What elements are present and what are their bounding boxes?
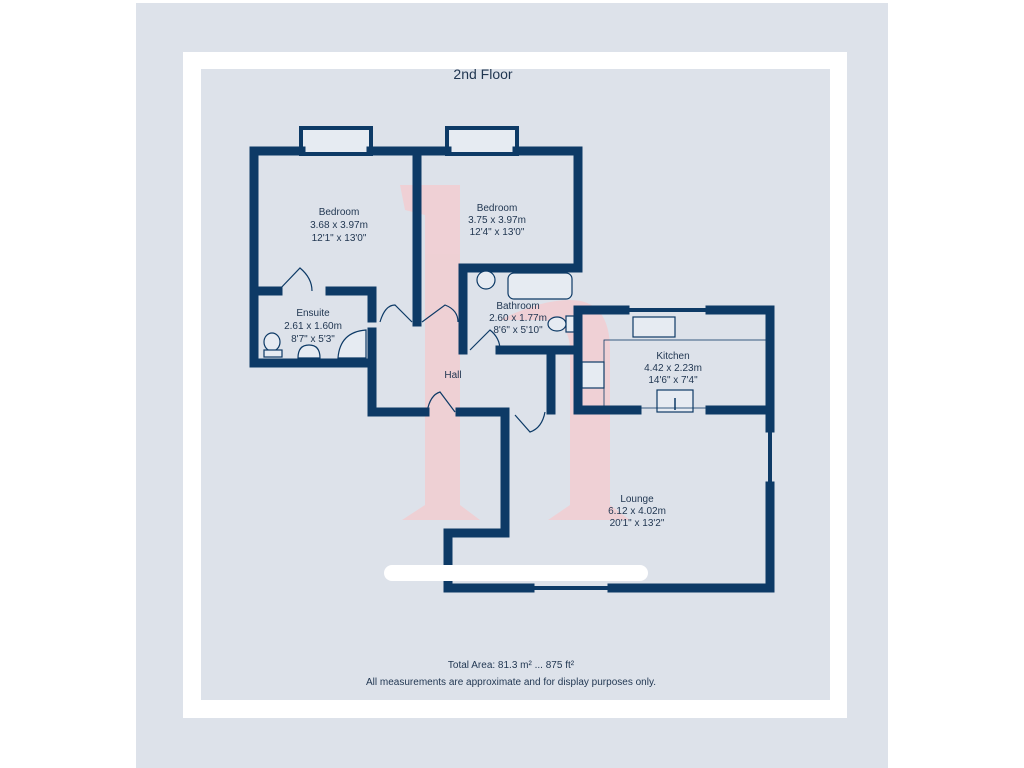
svg-text:Lounge: Lounge bbox=[620, 494, 654, 505]
scroll-bar-overlay bbox=[384, 565, 648, 581]
svg-text:14'6" x 7'4": 14'6" x 7'4" bbox=[648, 375, 698, 386]
kitchen-sink bbox=[632, 316, 676, 338]
svg-text:2.61 x 1.60m: 2.61 x 1.60m bbox=[284, 321, 342, 332]
ensuite-toilet bbox=[263, 332, 281, 352]
toilet bbox=[547, 316, 567, 332]
svg-text:Ensuite: Ensuite bbox=[296, 308, 330, 319]
floor-title: 2nd Floor bbox=[453, 66, 512, 82]
window bbox=[299, 126, 373, 156]
svg-text:3.75 x 3.97m: 3.75 x 3.97m bbox=[468, 215, 526, 226]
svg-text:Bedroom: Bedroom bbox=[319, 207, 360, 218]
svg-text:6.12 x 4.02m: 6.12 x 4.02m bbox=[608, 506, 666, 517]
room-label-bedroom-2: Bedroom 3.75 x 3.97m 12'4" x 13'0" bbox=[468, 203, 526, 238]
room-label-bedroom-1: Bedroom 3.68 x 3.97m 12'1" x 13'0" bbox=[310, 207, 368, 244]
toilet-cistern bbox=[565, 315, 575, 333]
room-label-lounge: Lounge 6.12 x 4.02m 20'1" x 13'2" bbox=[608, 494, 666, 529]
svg-text:20'1" x 13'2": 20'1" x 13'2" bbox=[610, 518, 665, 529]
total-area: Total Area: 81.3 m² ... 875 ft² bbox=[448, 660, 575, 671]
window bbox=[445, 126, 519, 156]
bathtub bbox=[507, 272, 573, 300]
svg-text:8'6" x 5'10": 8'6" x 5'10" bbox=[493, 325, 543, 336]
room-label-kitchen: Kitchen 4.42 x 2.23m 14'6" x 7'4" bbox=[644, 351, 702, 386]
doors bbox=[277, 267, 546, 433]
room-label-ensuite: Ensuite 2.61 x 1.60m 8'7" x 5'3" bbox=[284, 308, 342, 345]
room-label-bathroom: Bathroom 2.60 x 1.77m 8'6" x 5'10" bbox=[489, 301, 547, 336]
svg-text:Kitchen: Kitchen bbox=[656, 351, 689, 362]
disclaimer: All measurements are approximate and for… bbox=[366, 677, 656, 688]
room-label-hall: Hall bbox=[444, 370, 461, 381]
svg-text:12'4" x 13'0": 12'4" x 13'0" bbox=[470, 227, 525, 238]
ensuite-cistern bbox=[263, 349, 283, 358]
svg-text:Bathroom: Bathroom bbox=[496, 301, 539, 312]
svg-text:8'7" x 5'3": 8'7" x 5'3" bbox=[291, 334, 335, 345]
ensuite-basin bbox=[297, 344, 321, 359]
basin bbox=[476, 270, 496, 290]
hob bbox=[581, 361, 605, 389]
svg-text:3.68 x 3.97m: 3.68 x 3.97m bbox=[310, 220, 368, 231]
fixtures bbox=[263, 270, 767, 413]
shower bbox=[337, 329, 367, 359]
svg-text:Bedroom: Bedroom bbox=[477, 203, 518, 214]
walls bbox=[249, 146, 775, 593]
svg-text:2.60 x 1.77m: 2.60 x 1.77m bbox=[489, 313, 547, 324]
svg-text:12'1" x 13'0": 12'1" x 13'0" bbox=[312, 233, 367, 244]
plan-area bbox=[201, 69, 830, 700]
svg-text:4.42 x 2.23m: 4.42 x 2.23m bbox=[644, 363, 702, 374]
